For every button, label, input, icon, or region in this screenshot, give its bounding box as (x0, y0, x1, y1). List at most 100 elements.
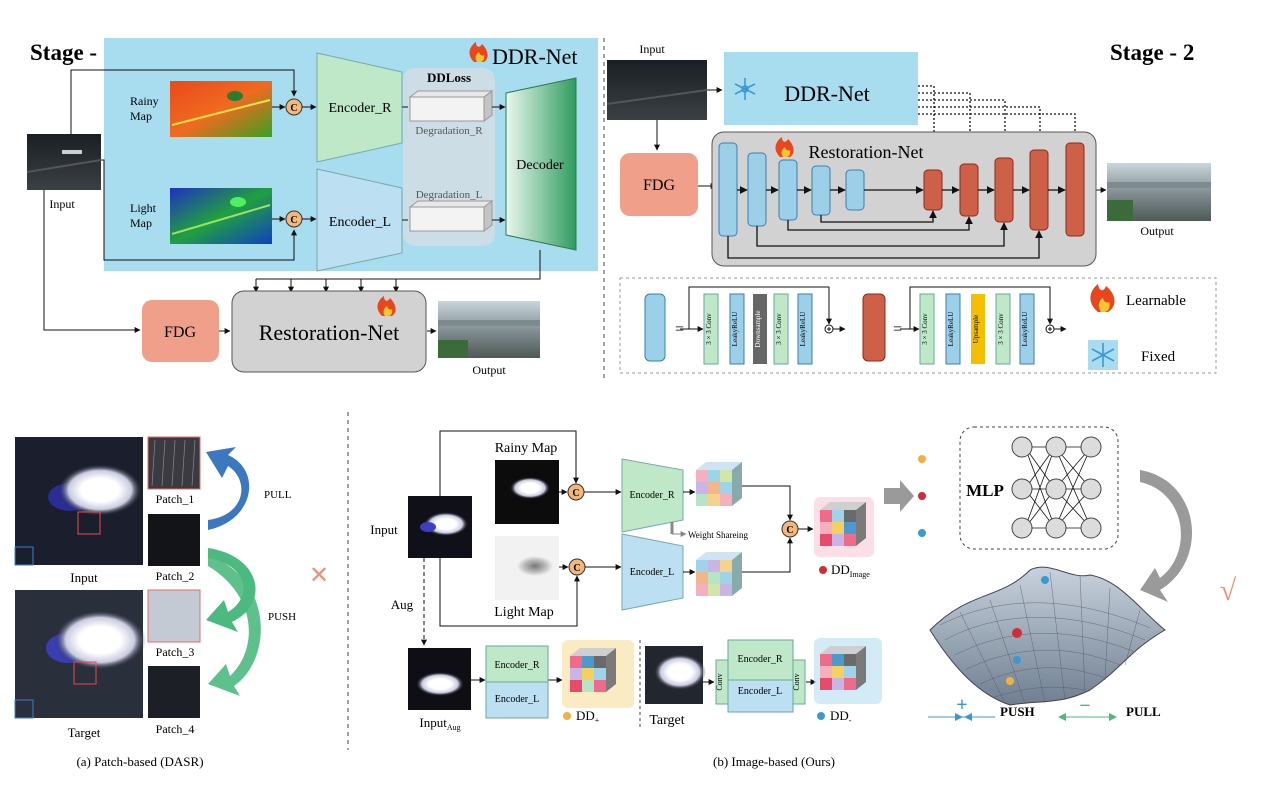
legend-equals-dec: = (893, 321, 902, 338)
ib-input-image (408, 496, 472, 558)
ib-concat-l: C (568, 558, 586, 576)
ib-connectors (421, 430, 817, 685)
aug-label: Aug (391, 597, 414, 612)
stage1-title: Stage - 1 (30, 40, 114, 65)
legend-dec-block (862, 293, 886, 362)
encoder-r-block (316, 52, 403, 163)
ib-feature-cube-r (696, 462, 742, 506)
legend-equals-enc: = (675, 321, 684, 338)
stage1-connectors (43, 69, 541, 334)
ib-push-label: PUSH (1000, 704, 1035, 719)
ib-light-map-image (495, 536, 559, 600)
push-label: PUSH (268, 611, 296, 623)
flame-icon (377, 296, 396, 316)
ib-feature-cube-l (696, 552, 742, 596)
stage2-panel: Stage - 2 Input DDR-Net FDG (606, 40, 1217, 374)
embed-dot-red (918, 492, 926, 500)
svg-text:C: C (290, 215, 297, 226)
stage2-input-image (606, 60, 708, 120)
dd-image-dot (819, 566, 827, 574)
push-arrow-1 (206, 548, 256, 632)
dd-image-cube (814, 497, 874, 557)
input-aug-label: InputAug (419, 715, 460, 732)
patch-caption: (a) Patch-based (DASR) (76, 754, 203, 769)
stage2-title: Stage - 2 (1110, 40, 1194, 65)
patch-target-label: Target (68, 725, 101, 740)
ddr-net-label-stage2: DDR-Net (784, 81, 870, 106)
input-label: Input (49, 197, 75, 211)
svg-text:3 × 3 Conv: 3 × 3 Conv (997, 313, 1005, 345)
ib-encoder-l (621, 533, 684, 611)
ib-rainy-map-image (495, 460, 559, 524)
unet-encoder-blocks (718, 142, 865, 237)
stage2-output-image (1107, 163, 1211, 221)
patch-3-image (147, 589, 201, 643)
target-encoder-l-label: Encoder_L (738, 686, 782, 697)
patch-1-label: Patch_1 (156, 492, 195, 506)
svg-text:Upsample: Upsample (972, 315, 980, 343)
dd-minus-dot (817, 712, 825, 720)
ib-target-label: Target (649, 713, 684, 728)
legend-fixed: Fixed (1141, 349, 1176, 365)
encoder-l-block (316, 168, 403, 272)
flame-icon (469, 42, 488, 62)
restoration-net-box-stage1 (231, 290, 427, 373)
unet-decoder-blocks (923, 142, 1085, 237)
aug-encoder-l-label: Encoder_L (495, 694, 539, 705)
svg-text:C: C (290, 103, 297, 114)
dd-plus-cube (562, 640, 634, 708)
svg-text:3 × 3 Conv: 3 × 3 Conv (775, 313, 783, 345)
stage2-input-label: Input (639, 42, 665, 56)
patch-4-image (148, 666, 200, 718)
stage2-output-label: Output (1140, 224, 1174, 238)
image-based-caption: (b) Image-based (Ours) (713, 754, 835, 769)
mlp-nodes (1011, 436, 1102, 539)
patch-2-label: Patch_2 (156, 569, 195, 583)
legend-enc-chain: 3 × 3 Conv LeakyReLU Downsample 3 × 3 Co… (680, 286, 846, 365)
svg-text:C: C (572, 488, 579, 499)
dd-minus-cube (814, 638, 882, 704)
output-image-stage1 (438, 301, 540, 358)
snowflake-icon (1088, 340, 1118, 370)
ib-weight-sharing: Weight Shareing (688, 530, 749, 540)
ddr-net-box-stage2 (724, 52, 918, 125)
patch-1-image (147, 436, 201, 490)
fdg-label-stage1: FDG (164, 324, 196, 341)
degradation-l-label: Degradation_L (416, 189, 483, 201)
input-image (26, 134, 102, 190)
dd-image-label: DDImage (831, 562, 870, 579)
pull-minus: − (1079, 695, 1090, 717)
patch-input-image (14, 437, 143, 566)
embed-dot-blue (918, 529, 926, 537)
ib-light-map-label: Light Map (494, 605, 554, 620)
patch-3-label: Patch_3 (156, 645, 195, 659)
restoration-net-label-stage2: Restoration-Net (809, 142, 924, 162)
dd-minus-label: DD- (830, 708, 852, 725)
encoder-r-label: Encoder_R (329, 101, 393, 116)
patch-input-label: Input (70, 570, 98, 585)
patch-2-image (148, 514, 200, 566)
degradation-l-cube (408, 200, 494, 232)
flame-icon (775, 137, 794, 157)
pull-arrow (206, 447, 250, 530)
input-aug-image (408, 648, 471, 710)
push-legend: + PUSH (928, 694, 1035, 721)
svg-text:LeakyReLU: LeakyReLU (1021, 312, 1029, 347)
svg-text:Conv: Conv (792, 673, 801, 690)
embed-dot-yellow (918, 455, 926, 463)
ib-pull-label: PULL (1126, 704, 1161, 719)
light-map-image (170, 188, 272, 244)
snowflake-icon (734, 78, 756, 100)
ddr-net-label: DDR-Net (492, 44, 578, 69)
target-encoder-stack: Conv Conv (715, 639, 806, 713)
gray-arrow-right (884, 480, 914, 512)
legend-dec-chain: 3 × 3 Conv LeakyReLU Upsample 3 × 3 Conv… (900, 286, 1067, 365)
svg-text:3 × 3 Conv: 3 × 3 Conv (705, 313, 713, 345)
pull-legend: − PULL (1058, 695, 1161, 721)
pull-label: PULL (264, 489, 292, 501)
svg-text:LeakyReLU: LeakyReLU (731, 312, 739, 347)
